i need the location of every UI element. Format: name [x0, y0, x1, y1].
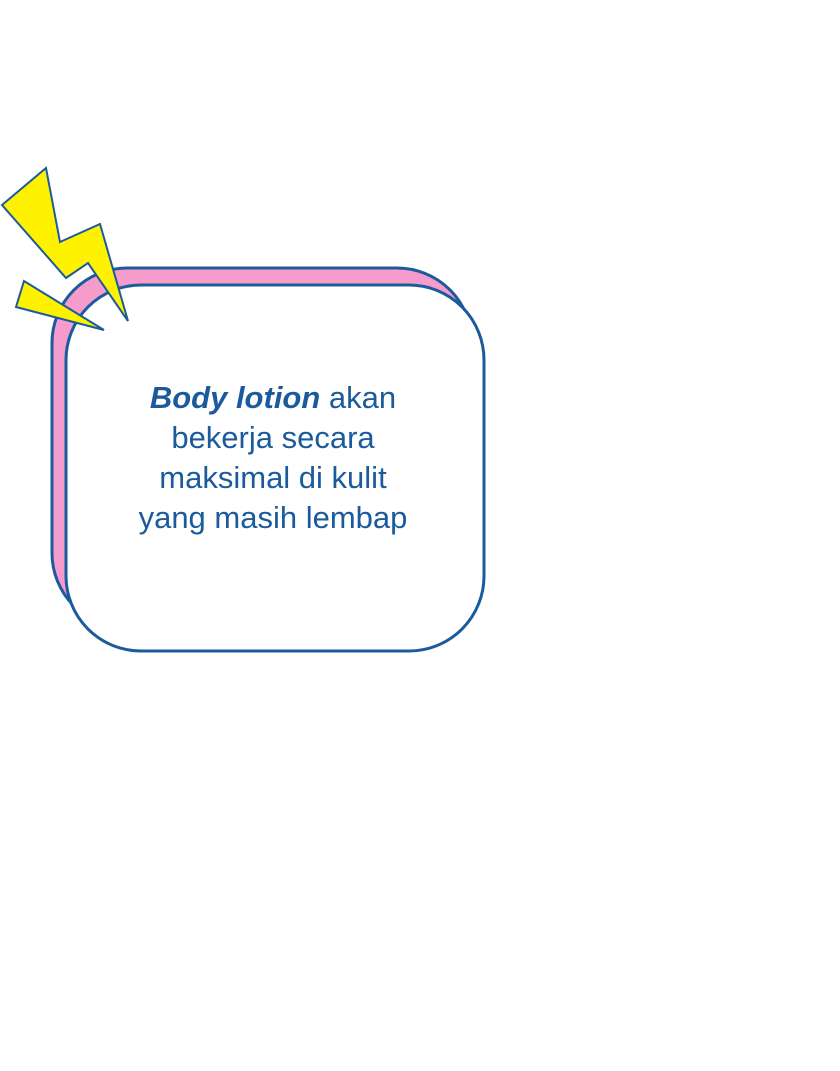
bolt-large	[0, 166, 129, 322]
callout-line-1: Body lotion akan	[82, 378, 464, 418]
callout-text: Body lotion akan bekerja secara maksimal…	[82, 378, 464, 538]
callout-line-3: maksimal di kulit	[159, 460, 387, 495]
callout-line-1-rest: akan	[320, 380, 397, 415]
front-card	[64, 283, 486, 653]
callout-emphasis: Body lotion	[149, 380, 321, 415]
lightning-bolt-icon	[0, 166, 129, 331]
callout-line-4: yang masih lembap	[138, 500, 408, 535]
bolt-small	[14, 279, 105, 331]
callout-line-2: bekerja secara	[171, 420, 375, 455]
